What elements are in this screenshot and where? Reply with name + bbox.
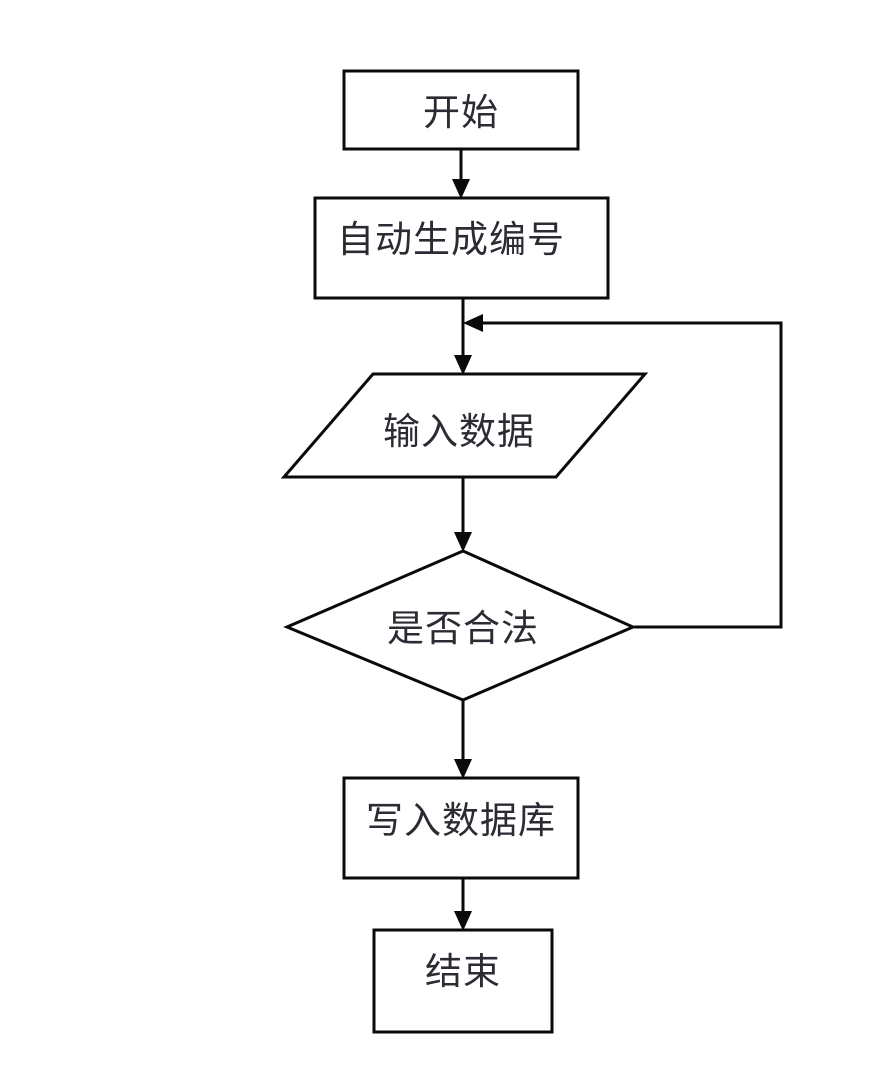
node-write-db[interactable]: 写入数据库 [342,776,580,880]
arrow-head-icon [454,911,472,931]
node-input-data-label: 输入数据 [383,411,535,453]
arrow-head-icon [454,759,472,779]
node-start-label: 开始 [423,93,499,134]
node-is-valid-shape[interactable] [283,549,637,702]
edge-auto-number-to-input-data [454,298,472,375]
edge-is-valid-loop-back [463,314,783,629]
arrow-head-icon [452,179,470,199]
node-write-db-shape[interactable] [342,776,580,880]
node-auto-number[interactable]: 自动生成编号 [313,196,610,300]
node-is-valid[interactable]: 是否合法 [283,549,637,702]
node-end[interactable]: 结束 [372,928,554,1034]
node-is-valid-label: 是否合法 [387,608,539,650]
edge-line [470,321,783,629]
node-end-shape[interactable] [372,928,554,1034]
edge-is-valid-to-write-db [454,700,472,779]
arrow-head-icon [454,532,472,552]
edge-input-data-to-is-valid [454,477,472,552]
node-input-data[interactable]: 输入数据 [280,372,649,479]
edge-write-db-to-end [454,878,472,931]
node-auto-number-shape[interactable] [313,196,610,300]
edge-start-to-auto-number [452,149,470,199]
node-input-data-shape[interactable] [280,372,649,479]
arrow-head-icon [454,355,472,375]
node-end-label: 结束 [425,951,501,993]
node-start[interactable]: 开始 [342,69,580,151]
arrow-head-icon [463,314,483,332]
node-start-shape[interactable] [342,69,580,151]
node-auto-number-label: 自动生成编号 [337,219,565,261]
node-write-db-label: 写入数据库 [366,800,556,842]
